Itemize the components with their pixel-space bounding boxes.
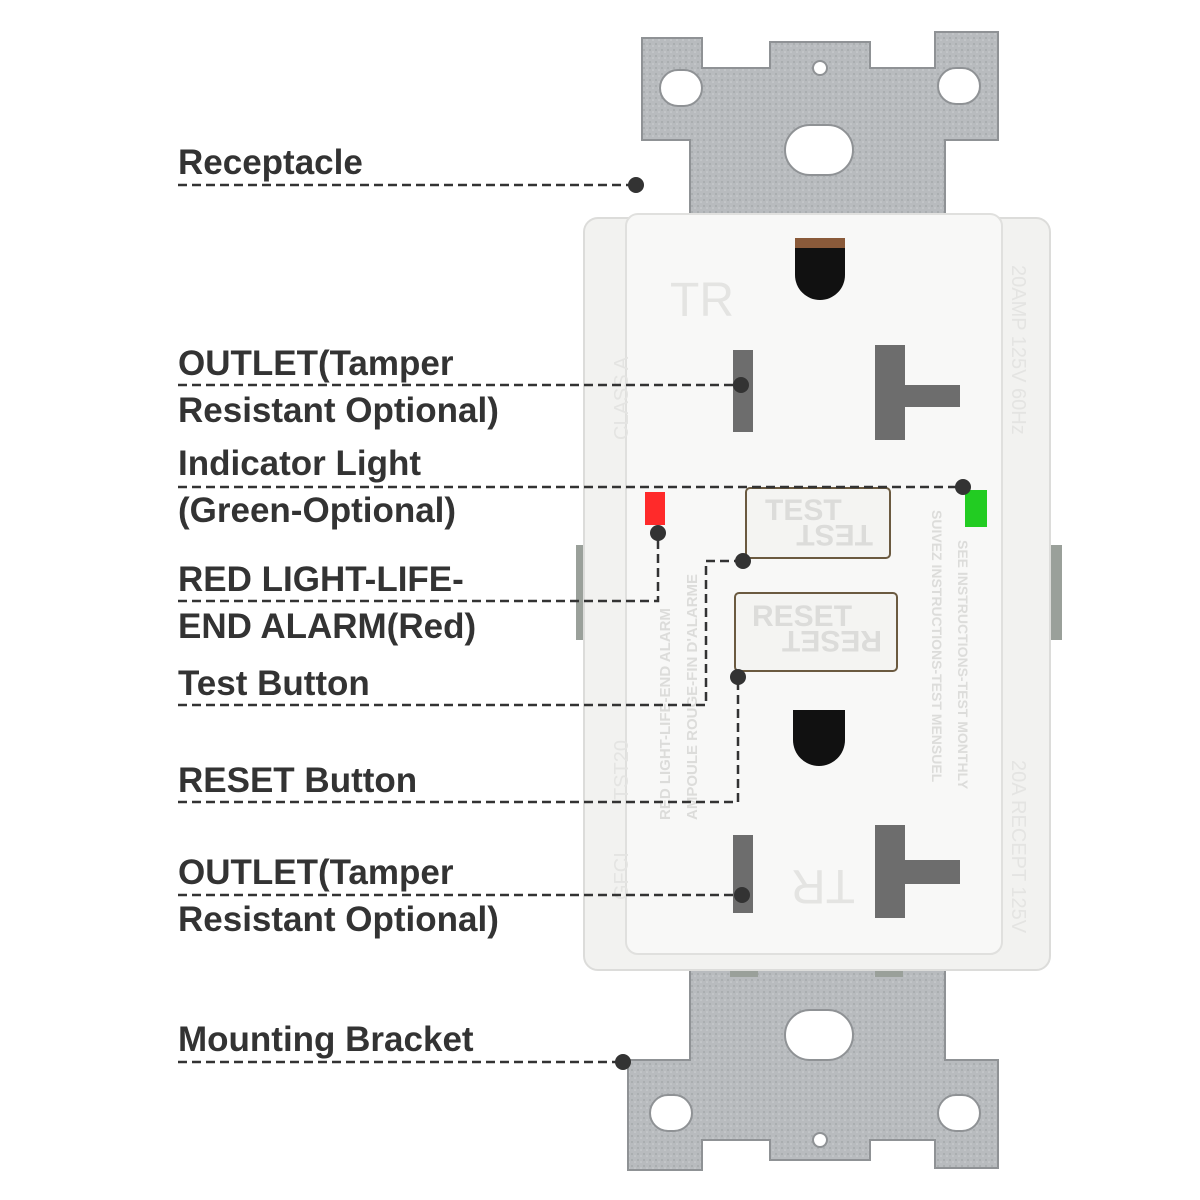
svg-text:RESET: RESET (782, 624, 882, 657)
reset-button[interactable]: RESET RESET (734, 592, 898, 672)
svg-text:TEST: TEST (796, 518, 873, 551)
ground-hole (795, 243, 845, 300)
ground-hole (793, 710, 845, 766)
label-reset-button: RESET Button (178, 761, 417, 800)
rating-bottom-text: 20A RECEPT 125V (1007, 760, 1029, 934)
svg-text:RESET: RESET (752, 600, 852, 633)
hot-slot (875, 345, 960, 440)
label-outlet-top-line2: Resistant Optional) (178, 391, 499, 430)
alarm-en-text: RED LIGHT-LIFE-END ALARM (657, 608, 674, 820)
bracket-ear-hole (659, 69, 703, 107)
label-outlet-bottom-line2: Resistant Optional) (178, 900, 499, 939)
label-outlet-top-line1: OUTLET(Tamper (178, 344, 454, 383)
model-text: TST20 (611, 740, 633, 800)
leader-lines (178, 177, 971, 1070)
bottom-mounting-bracket (627, 954, 999, 1171)
tr-mark-top: TR (670, 274, 734, 327)
bracket-center-slot (784, 1009, 854, 1061)
bracket-ear-hole (649, 1094, 693, 1132)
rating-top-text: 20AMP 125V 60Hz (1007, 265, 1029, 435)
instr-en-text: SEE INSTRUCTIONS-TEST MONTHLY (955, 540, 971, 790)
label-indicator-line1: Indicator Light (178, 444, 421, 483)
gfci-text: GFCI (611, 852, 633, 900)
label-red-light-line1: RED LIGHT-LIFE- (178, 560, 464, 599)
svg-text:TEST: TEST (765, 494, 842, 527)
hot-slot (875, 825, 960, 918)
instr-fr-text: SUIVEZ INSTRUCTIONS-TEST MENSUEL (929, 510, 945, 783)
bracket-ear-hole (937, 67, 981, 105)
green-led-indicator (965, 490, 987, 527)
label-indicator-line2: (Green-Optional) (178, 491, 456, 530)
label-outlet-bottom-line1: OUTLET(Tamper (178, 853, 454, 892)
bracket-screw-hole (812, 60, 828, 76)
label-receptacle: Receptacle (178, 143, 363, 182)
bracket-screw-hole (812, 1132, 828, 1148)
label-red-light-line2: END ALARM(Red) (178, 607, 476, 646)
class-text: CLASS A (611, 356, 633, 440)
test-button[interactable]: TEST TEST (745, 487, 891, 559)
bracket-ear-hole (937, 1094, 981, 1132)
tr-mark-bottom: TR (791, 859, 855, 912)
label-test-button: Test Button (178, 664, 370, 703)
top-mounting-bracket (641, 31, 999, 216)
top-outlet (733, 238, 960, 440)
alarm-fr-text: AMPOULE ROUGE-FIN D'ALARME (684, 574, 701, 820)
bracket-center-slot (784, 124, 854, 176)
red-led-indicator (645, 492, 665, 525)
label-mounting-bracket: Mounting Bracket (178, 1020, 474, 1059)
